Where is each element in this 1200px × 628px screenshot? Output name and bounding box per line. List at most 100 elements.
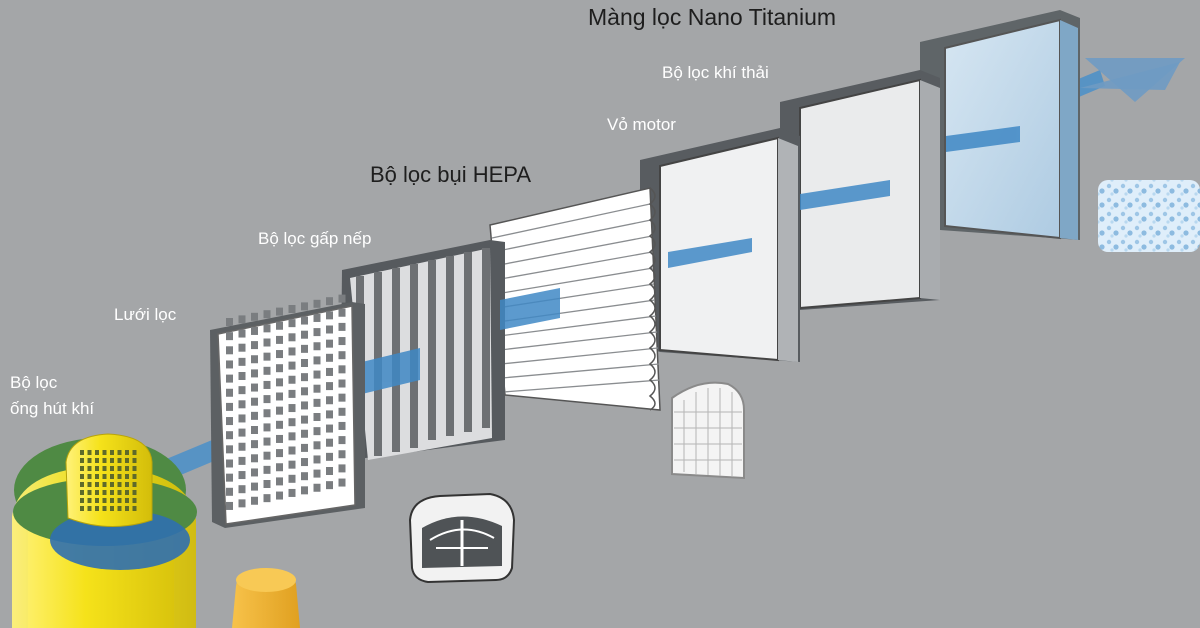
intake-hole bbox=[125, 482, 129, 487]
intake-hole bbox=[87, 506, 92, 511]
mesh-hole bbox=[288, 389, 296, 398]
mesh-hole bbox=[263, 324, 271, 333]
intake-hole bbox=[125, 466, 129, 471]
small-framed-filter bbox=[671, 381, 745, 480]
intake-hole bbox=[132, 490, 137, 495]
intake-hole bbox=[102, 474, 107, 479]
mesh-hole bbox=[238, 442, 246, 451]
mesh-hole bbox=[276, 420, 283, 429]
motor-unit bbox=[408, 492, 516, 584]
mesh-hole bbox=[301, 387, 308, 396]
mesh-hole bbox=[326, 396, 333, 405]
intake-hole bbox=[117, 490, 122, 495]
mesh-hole bbox=[226, 459, 233, 468]
intake-hole bbox=[80, 450, 84, 455]
mesh-hole bbox=[251, 355, 258, 364]
mesh-hole bbox=[251, 312, 258, 321]
mesh-hole bbox=[338, 365, 346, 374]
mesh-hole bbox=[263, 465, 271, 474]
mesh-hole bbox=[326, 452, 333, 461]
mesh-hole bbox=[301, 316, 308, 325]
mesh-hole bbox=[226, 445, 233, 454]
mesh-hole bbox=[226, 501, 233, 510]
intake-hole bbox=[110, 474, 114, 479]
intake-filter bbox=[12, 433, 197, 628]
mesh-hole bbox=[338, 407, 346, 416]
intake-hole bbox=[110, 490, 114, 495]
mesh-hole bbox=[238, 329, 246, 338]
airflow-segments bbox=[362, 126, 1020, 394]
mesh-hole bbox=[288, 474, 296, 483]
label-motor-housing: Vỏ motor bbox=[607, 115, 676, 134]
mesh-hole bbox=[326, 367, 333, 376]
intake-hole bbox=[80, 506, 84, 511]
mesh-hole bbox=[288, 375, 296, 384]
mesh-hole bbox=[238, 471, 246, 480]
mesh-hole bbox=[326, 481, 333, 490]
intake-hole bbox=[80, 490, 84, 495]
mesh-hole bbox=[301, 344, 308, 353]
mesh-hole bbox=[276, 477, 283, 486]
intake-hole bbox=[125, 498, 129, 503]
mesh-hole bbox=[313, 483, 321, 492]
mesh-hole bbox=[326, 311, 333, 320]
intake-hole bbox=[102, 490, 107, 495]
mesh-hole bbox=[301, 415, 308, 424]
label-nano-titanium: Màng lọc Nano Titanium bbox=[588, 4, 837, 30]
mesh-hole bbox=[288, 333, 296, 342]
mesh-hole bbox=[338, 322, 346, 331]
mesh-hole bbox=[301, 401, 308, 410]
mesh-hole bbox=[326, 297, 333, 306]
intake-hole bbox=[125, 474, 129, 479]
intake-hole bbox=[80, 458, 84, 463]
intake-hole bbox=[117, 458, 122, 463]
intake-hole bbox=[95, 466, 99, 471]
mesh-hole bbox=[263, 437, 271, 446]
mesh-hole bbox=[238, 499, 246, 508]
mesh-hole bbox=[338, 294, 346, 303]
mesh-hole bbox=[276, 364, 283, 373]
mesh-hole bbox=[338, 337, 346, 346]
mesh-hole bbox=[301, 302, 308, 311]
mesh-hole bbox=[276, 321, 283, 330]
mesh-hole bbox=[226, 473, 233, 482]
mesh-hole bbox=[301, 443, 308, 452]
mesh-hole bbox=[263, 366, 271, 375]
intake-hole bbox=[132, 474, 137, 479]
mesh-hole bbox=[313, 441, 321, 450]
intake-hole bbox=[95, 458, 99, 463]
mesh-hole bbox=[288, 347, 296, 356]
mesh-hole bbox=[263, 494, 271, 503]
intake-hole bbox=[132, 498, 137, 503]
label-hepa-filter: Bộ lọc bụi HEPA bbox=[370, 162, 532, 187]
mesh-hole bbox=[238, 343, 246, 352]
pleated-filter bbox=[340, 240, 505, 460]
nano-material-sample bbox=[1098, 180, 1200, 252]
mesh-hole bbox=[238, 400, 246, 409]
mesh-hole bbox=[288, 319, 296, 328]
mesh-hole bbox=[288, 488, 296, 497]
mesh-hole bbox=[238, 428, 246, 437]
intake-hole bbox=[80, 498, 84, 503]
mesh-hole bbox=[313, 299, 321, 308]
label-pleated-filter: Bộ lọc gấp nếp bbox=[258, 229, 372, 248]
intake-adapter bbox=[232, 568, 300, 628]
mesh-hole bbox=[263, 423, 271, 432]
mesh-hole bbox=[288, 418, 296, 427]
mesh-hole bbox=[251, 383, 258, 392]
mesh-hole bbox=[326, 339, 333, 348]
intake-hole bbox=[95, 490, 99, 495]
intake-hole bbox=[102, 482, 107, 487]
intake-hole bbox=[87, 458, 92, 463]
label-intake-line2: ống hút khí bbox=[10, 399, 95, 418]
mesh-hole bbox=[313, 370, 321, 379]
mesh-hole bbox=[226, 487, 233, 496]
mesh-hole bbox=[313, 413, 321, 421]
mesh-hole bbox=[276, 307, 283, 316]
mesh-hole bbox=[338, 421, 346, 430]
mesh-hole bbox=[251, 411, 258, 420]
mesh-hole bbox=[251, 440, 258, 449]
intake-hole bbox=[102, 498, 107, 503]
mesh-hole bbox=[338, 436, 346, 445]
